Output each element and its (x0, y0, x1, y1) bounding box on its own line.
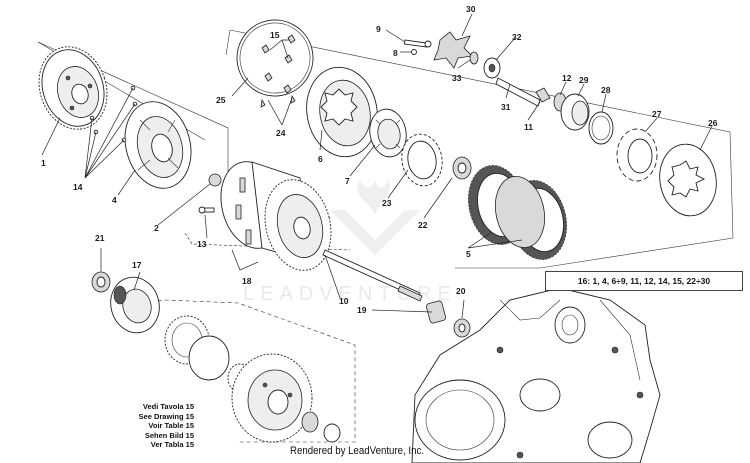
part-2-13-bolts (198, 173, 222, 214)
part-30-lever (433, 31, 473, 69)
part-11-pin (535, 87, 551, 103)
part-31-rod (495, 77, 541, 107)
part-19-bushing (425, 300, 447, 324)
label-24: 24 (276, 128, 286, 138)
part-number-labels: 1 2 4 5 6 7 8 9 10 11 12 13 14 15 17 18 … (41, 4, 718, 315)
part-10-19-20-shaft (322, 249, 471, 338)
label-13: 13 (197, 239, 207, 249)
label-2: 2 (154, 223, 159, 233)
part-25-o-ring (236, 19, 314, 97)
label-23: 23 (382, 198, 392, 208)
leader-lines (41, 13, 713, 319)
part-6-pressure-plate (306, 66, 378, 158)
part-7-spring-plate (369, 108, 407, 158)
part-22-washer (452, 156, 472, 180)
label-8: 8 (393, 48, 398, 58)
watermark-text: LEADVENTURE (243, 283, 457, 305)
part-26-spring-washer (659, 143, 717, 217)
label-29: 29 (579, 75, 589, 85)
render-credit: Rendered by LeadVenture, Inc. (290, 445, 425, 457)
reference-french: Voir Table 15 (148, 421, 194, 430)
part-27-lock-washer (616, 128, 658, 182)
label-19: 19 (357, 305, 367, 315)
label-12: 12 (562, 73, 572, 83)
reference-english: See Drawing 15 (138, 411, 194, 421)
part-5-clutch-discs (468, 165, 567, 260)
label-26: 26 (708, 118, 718, 128)
label-32: 32 (512, 32, 522, 42)
label-20: 20 (456, 286, 466, 296)
label-33: 33 (452, 73, 462, 83)
label-9: 9 (376, 24, 381, 34)
pressure-assembly-parts (403, 31, 614, 145)
part-9-bolt (403, 39, 428, 48)
label-5: 5 (466, 249, 471, 259)
part-2-nut (208, 173, 222, 187)
kit-note-box: 16: 1, 4, 6÷9, 11, 12, 14, 15, 22÷30 (545, 271, 743, 291)
starter-clutch-assembly (164, 315, 341, 443)
part-4-hub-plate (124, 101, 192, 189)
part-1-primary-gear (38, 46, 108, 130)
label-18: 18 (242, 276, 252, 286)
label-21: 21 (95, 233, 105, 243)
engine-crankcase (411, 287, 661, 463)
label-14: 14 (73, 182, 83, 192)
reference-spanish: Ver Tabla 15 (150, 440, 194, 449)
label-17: 17 (132, 260, 142, 270)
part-15-24-springs (260, 34, 296, 108)
label-10: 10 (339, 296, 349, 306)
label-7: 7 (345, 176, 350, 186)
label-31: 31 (501, 102, 511, 112)
label-28: 28 (601, 85, 611, 95)
label-4: 4 (112, 195, 117, 205)
label-6: 6 (318, 154, 323, 164)
part-18-clutch-basket (220, 161, 332, 271)
label-22: 22 (418, 220, 428, 230)
part-21-17-hub (91, 271, 160, 334)
reference-german: Sehen Bild 15 (144, 430, 194, 440)
reference-italian: Vedi Tavola 15 (142, 402, 194, 411)
part-33-washer (469, 51, 479, 65)
label-11: 11 (524, 122, 533, 132)
drawing-reference: Vedi Tavola 15 See Drawing 15 Voir Table… (70, 402, 194, 450)
label-30: 30 (466, 4, 476, 14)
label-1: 1 (41, 158, 46, 168)
label-25: 25 (216, 95, 226, 105)
label-15: 15 (270, 30, 280, 40)
part-23-ring (401, 133, 443, 187)
label-27: 27 (652, 109, 662, 119)
part-28-ring (588, 111, 614, 145)
part-8-nut (411, 49, 417, 55)
